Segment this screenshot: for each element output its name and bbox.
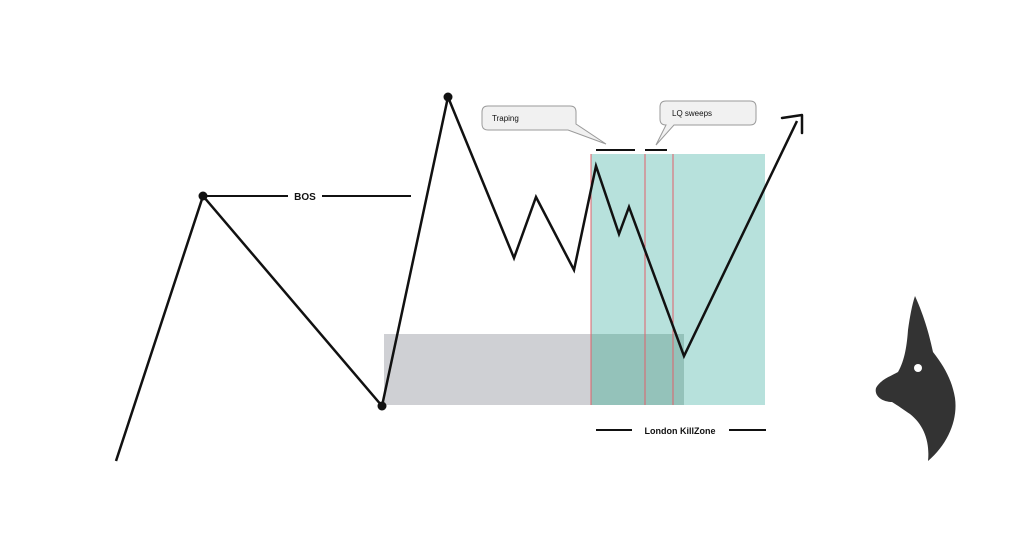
swing-point bbox=[377, 401, 387, 411]
bull-head-logo bbox=[875, 296, 956, 461]
price-path bbox=[114, 92, 799, 462]
lq-sweeps-label: LQ sweeps bbox=[672, 109, 712, 118]
killzone-label: London KillZone bbox=[645, 426, 716, 436]
lq-sweeps-callout bbox=[655, 100, 757, 146]
zone-overlap bbox=[591, 334, 684, 405]
arrow-head bbox=[780, 113, 804, 135]
trapping-label: Traping bbox=[492, 114, 519, 123]
swing-point bbox=[443, 92, 453, 102]
trapping-callout bbox=[481, 105, 607, 145]
bos-label: BOS bbox=[294, 192, 316, 203]
